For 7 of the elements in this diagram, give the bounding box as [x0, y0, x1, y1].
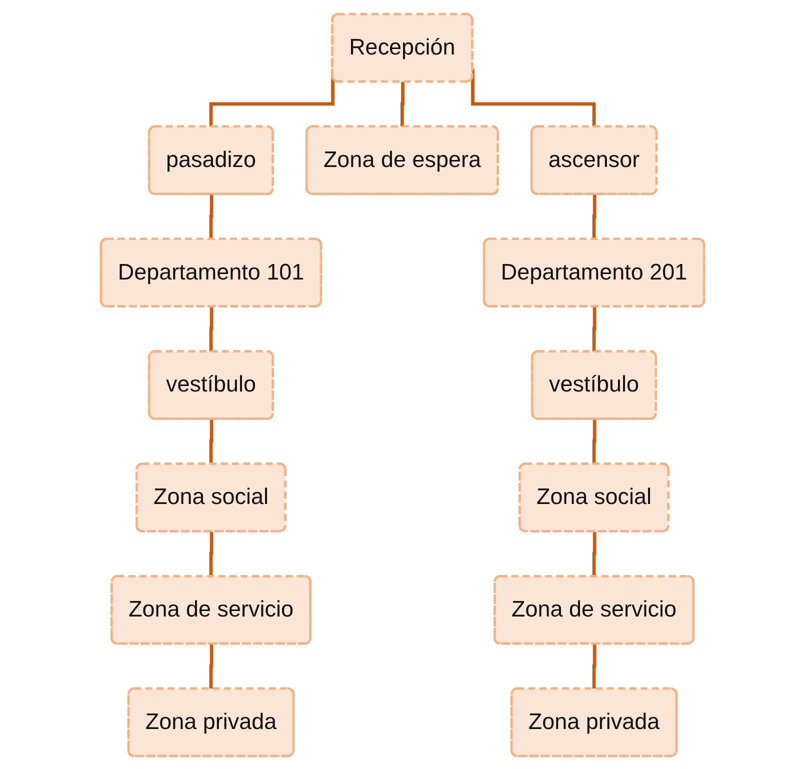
connector [592, 306, 597, 354]
connector [210, 306, 214, 354]
connector [592, 644, 597, 690]
connector [401, 82, 405, 128]
connector [592, 418, 597, 466]
connector [210, 418, 214, 466]
connector [210, 644, 214, 690]
